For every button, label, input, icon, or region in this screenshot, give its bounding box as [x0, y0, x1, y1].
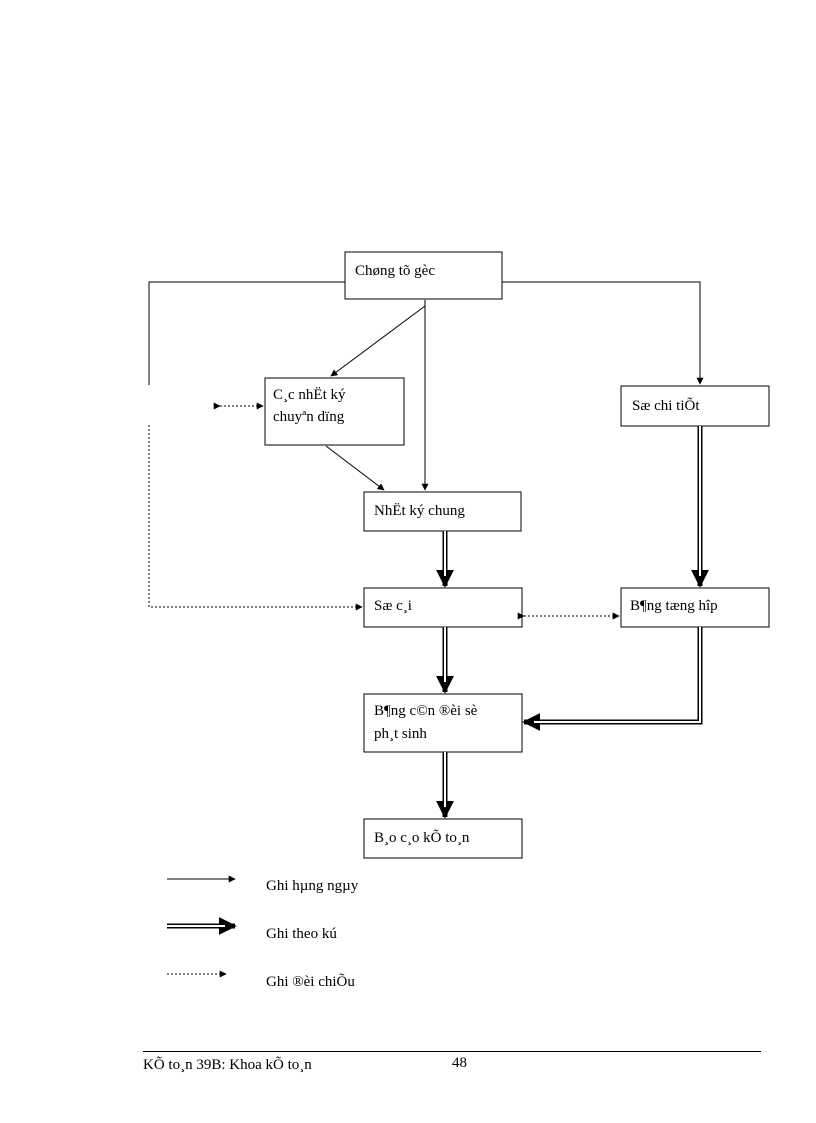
- edge-goc-to-so-chi-tiet: [502, 281, 704, 385]
- node-chung-tu-goc: Chøng tõ gèc: [344, 251, 503, 300]
- node-bang-can-doi-label-1: B¶ng c©n ®èi sè: [374, 703, 478, 719]
- node-chung-tu-goc-label: Chøng tõ gèc: [355, 263, 435, 279]
- node-nhat-ky-chuyen-dung-label-2: chuyªn dïng: [273, 409, 345, 425]
- node-so-chi-tiet-label: Sæ chi tiÕt: [632, 397, 700, 414]
- edge-goc-to-chuyen-dung: [330, 305, 426, 377]
- node-bang-can-doi: B¶ng c©n ®èi sè ph¸t sinh: [363, 693, 523, 753]
- node-so-cai-label: Sæ c¸i: [374, 598, 412, 614]
- node-bang-tong-hop: B¶ng tæng hîp: [620, 587, 770, 628]
- legend-periodic: Ghi theo kú: [167, 917, 337, 942]
- legend-daily: Ghi hµng ngµy: [167, 875, 359, 894]
- node-nhat-ky-chuyen-dung: C¸c nhËt ký chuyªn dïng: [264, 377, 405, 446]
- edge-bang-tong-hop-to-bang-can-doi: [522, 627, 703, 731]
- node-nhat-ky-chung: NhËt ký chung: [363, 491, 522, 532]
- node-nhat-ky-chuyen-dung-label-1: C¸c nhËt ký: [273, 386, 346, 403]
- node-so-chi-tiet: Sæ chi tiÕt: [620, 385, 770, 427]
- legend: Ghi hµng ngµy Ghi theo kú Ghi ®èi chiÕu: [167, 875, 359, 990]
- node-bao-cao-ke-toan-label: B¸o c¸o kÕ to¸n: [374, 829, 470, 846]
- legend-daily-label: Ghi hµng ngµy: [266, 878, 359, 894]
- legend-reconcile-label: Ghi ®èi chiÕu: [266, 973, 355, 990]
- footer-left-text: KÕ to¸n 39B: Khoa kÕ to¸n: [143, 1057, 312, 1073]
- edge-left-to-so-cai: [148, 425, 363, 611]
- footer-divider: [143, 1051, 761, 1052]
- page-number: 48: [452, 1055, 467, 1071]
- legend-reconcile: Ghi ®èi chiÕu: [167, 970, 355, 990]
- reconcile-edges: [148, 402, 620, 620]
- legend-periodic-label: Ghi theo kú: [266, 926, 337, 942]
- node-bao-cao-ke-toan: B¸o c¸o kÕ to¸n: [363, 818, 523, 859]
- daily-edges: [148, 281, 704, 491]
- periodic-edges: [436, 426, 709, 819]
- edge-goc-left-line: [148, 281, 345, 385]
- node-bang-tong-hop-label: B¶ng tæng hîp: [630, 598, 718, 614]
- edge-chuyen-dung-to-nhat-ky-chung: [325, 445, 385, 491]
- node-bang-can-doi-label-2: ph¸t sinh: [374, 726, 427, 742]
- node-so-cai: Sæ c¸i: [363, 587, 523, 628]
- node-nhat-ky-chung-label: NhËt ký chung: [374, 502, 465, 519]
